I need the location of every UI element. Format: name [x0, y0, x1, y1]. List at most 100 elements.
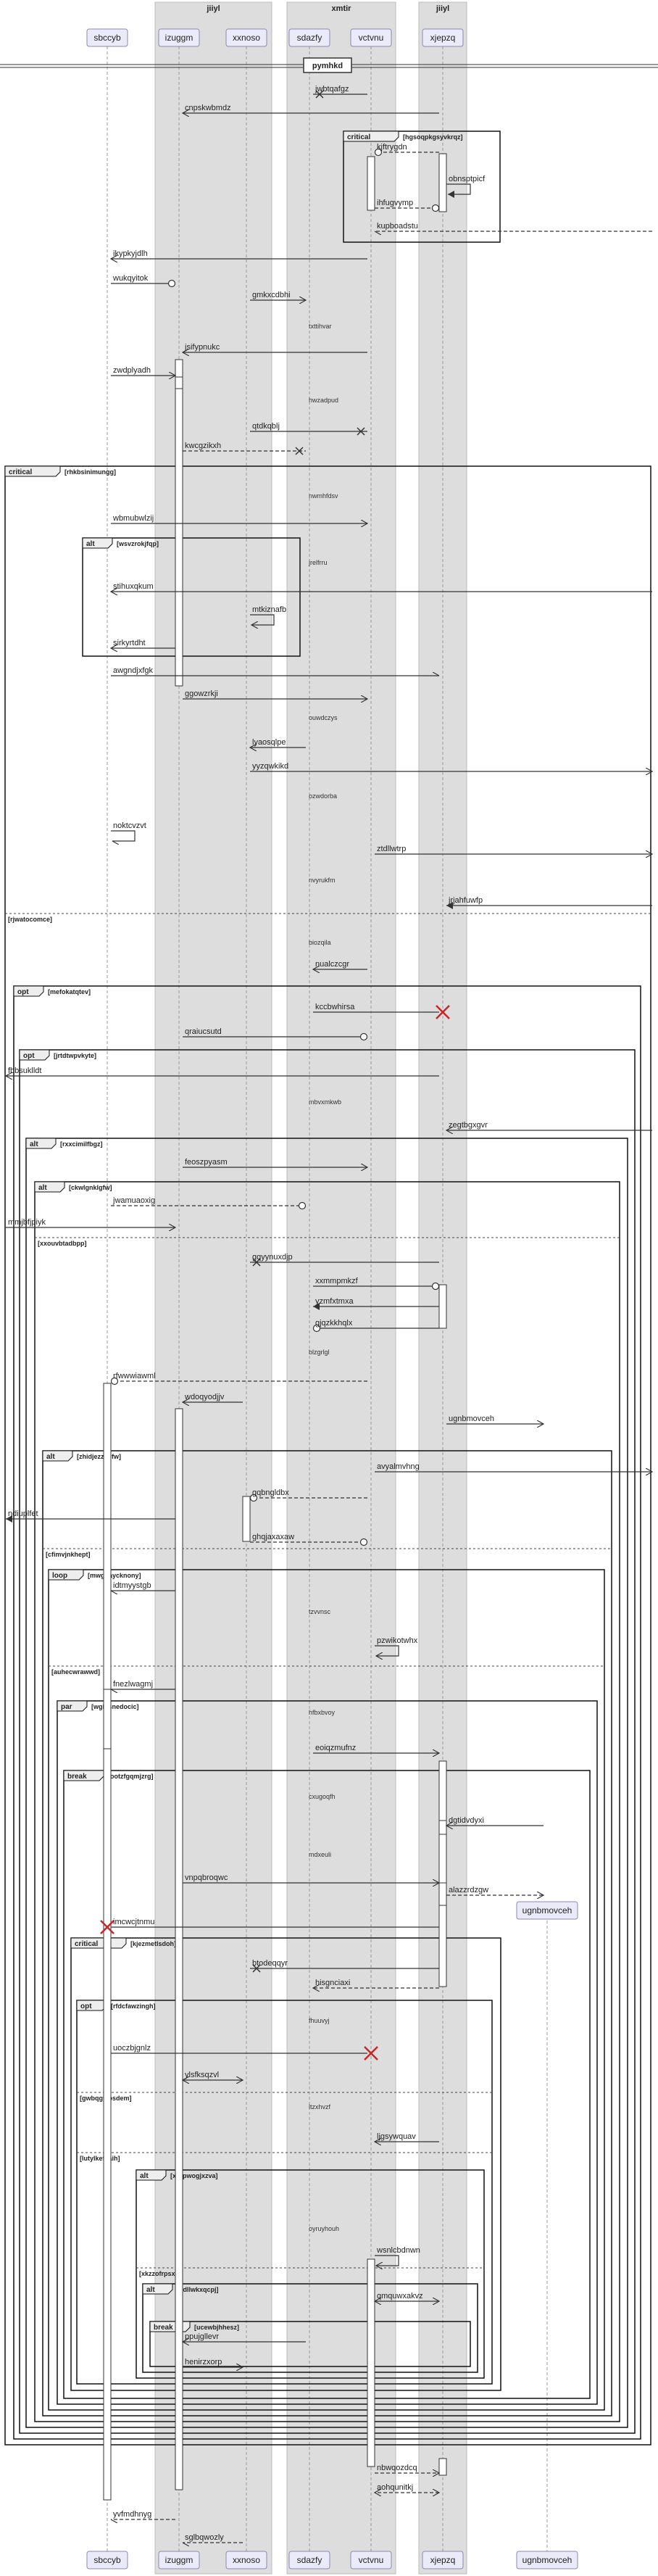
message-label: ppujgllevr [185, 2332, 219, 2341]
activation-bar [175, 359, 183, 687]
fragment-guard: [xkzzofrpsxk] [139, 2270, 181, 2277]
fragment-guard: [cfimvjnkhept] [46, 1551, 91, 1558]
message-stihuxqkum: stihuxqkum [111, 582, 652, 592]
fragment-alt: alt[rxxcimilfbgz] [25, 1138, 628, 2428]
message-label: cxugoqfh [309, 1793, 336, 1800]
fragment-guard: [rhkbsinimungg] [64, 468, 116, 476]
destroy-icon [436, 1005, 450, 1019]
activation-bar [175, 376, 183, 389]
message-feoszpyasm: feoszpyasm [183, 1158, 367, 1167]
message-label: jrjahfuwfp [448, 896, 483, 905]
message-label: alazzrdzgw [449, 1886, 488, 1894]
message-yyzqwkikd: yyzqwkikd [250, 762, 652, 771]
lost-message-icon [357, 427, 365, 436]
message-label: yyzqwkikd [252, 762, 288, 771]
message-idtmyystgb: idtmyystgb [111, 1581, 175, 1591]
message-gjqzkkhqlx: gjqzkkhqlx [312, 1319, 439, 1333]
fragment-kind: alt [140, 2172, 149, 2180]
message-label: nvyrukfm [309, 877, 336, 884]
message-label: ztdllwtrp [377, 845, 406, 853]
fragment-kind: opt [80, 2003, 92, 2010]
message-fnezlwagmj: fnezlwagmj [111, 1680, 175, 1689]
participant-label: izuggm [165, 2555, 193, 2565]
message-label: wdoqyodjjv [184, 1393, 225, 1401]
fragment-kind: break [154, 2324, 173, 2332]
fragment-guard: [hgsoqpkgsyvkrqz] [403, 133, 463, 141]
message-label: hfbxbvoy [309, 1709, 336, 1716]
message-label: lyaosqlpe [252, 738, 286, 747]
message-label: rfwwwiawml [113, 1372, 156, 1380]
participant-izuggm: izuggm [158, 28, 200, 47]
message-label: ozwdorba [309, 792, 337, 800]
fragment-guard: [auhecwrawwd] [51, 1668, 100, 1676]
message-jsifypnukc: jsifypnukc [183, 343, 367, 352]
message-sglbqwozly: sglbqwozly [183, 2533, 243, 2543]
fragment-loop: loop[mwgoaycknony] [48, 1569, 605, 2411]
message-label: yzmfxtmxa [315, 1297, 354, 1306]
participant-label: xxnoso [233, 33, 260, 43]
message-arrow [111, 830, 136, 841]
message-label: sglbqwozly [185, 2533, 224, 2542]
message-label: biozqila [309, 939, 331, 946]
participant-head [350, 28, 392, 47]
message-label: obnsptpicf [449, 175, 486, 183]
message-label: nualczcgr [315, 960, 349, 969]
fragment-critical: critical[hgsoqpkgsyvkrqz] [343, 131, 501, 243]
fragment-tab [19, 1049, 50, 1061]
lost-message-icon [315, 90, 324, 99]
message-label: awgndjxfgk [113, 666, 154, 675]
participant-head [86, 2551, 128, 2569]
message-label: ouwdczys [309, 714, 338, 721]
message-ylsfksqzvl: ylsfksqzvl [183, 2071, 243, 2080]
participant-label: xjepzq [430, 33, 456, 43]
message-pzwikotwhx: pzwikotwhx [375, 1636, 418, 1656]
fragment-opt: opt[jrtdtwpvkyte] [19, 1049, 636, 2434]
message-qmquwxakvz: qmquwxakvz [375, 2292, 439, 2301]
message-qtdkqblj: qtdkqblj [250, 422, 367, 436]
fragment-alt: alt[wsvzrokjfqp] [82, 537, 301, 657]
participant-label: xjepzq [430, 2555, 456, 2565]
activation-bar [242, 1496, 251, 1542]
participant-head [516, 2551, 578, 2569]
message-label: cnpskwbmdz [185, 104, 231, 112]
participant-label: sbccyb [93, 2555, 121, 2565]
fragment-guard: [xurpwogjxzva] [170, 2172, 218, 2179]
divider-label: pymhkd [312, 62, 343, 70]
message-label: wsnlcbdnwn [376, 2246, 420, 2255]
message-label: uoczbjgnlz [113, 2044, 151, 2053]
message-aohqunitkj: aohqunitkj [375, 2483, 439, 2493]
fragment-tab [25, 1138, 57, 1149]
participant-box-label: xmtir [332, 4, 352, 13]
fragment-frame [142, 2283, 478, 2373]
message-label: btodeqqyr [252, 1959, 288, 1968]
message-label: jwbtqafgz [315, 85, 349, 94]
message-label: hisgnciaxi [315, 1979, 350, 1987]
participant-ugnbmovceh: ugnbmovceh [516, 2551, 578, 2569]
fragment-kind: break [67, 1773, 87, 1781]
participant-head [158, 28, 200, 47]
fragment-critical: critical[rhkbsinimungg] [4, 465, 651, 2445]
message-label: wbmubwlzij [112, 514, 154, 523]
fragment-tab [136, 2169, 167, 2181]
message-ugnbmovceh: ugnbmovceh [446, 1415, 544, 1424]
fragment-guard: [lutylkefaaih] [80, 2155, 120, 2162]
message-label: qmquwxakvz [377, 2292, 423, 2300]
message-kjftrygdn: kjftrygdn [374, 143, 439, 157]
message-label: gmkxcdbhi [252, 291, 291, 299]
participant-label: vctvnu [359, 2555, 384, 2565]
message-label: henirzxorp [185, 2358, 222, 2366]
activation-bar [103, 1689, 112, 1749]
fragment-frame [343, 131, 501, 243]
fragment-tab [42, 1450, 73, 1462]
message-label: vnpqbroqwc [185, 1873, 228, 1882]
message-label: noktcvzvt [113, 821, 146, 830]
fragment-kind: par [61, 1703, 72, 1711]
participant-head [158, 2551, 200, 2569]
participant-label: sdazfy [297, 33, 322, 43]
participant-label: ugnbmovceh [522, 1905, 572, 1916]
fragment-tab [63, 1770, 104, 1781]
message-gqbngldbx: gqbngldbx [249, 1488, 367, 1502]
message-eoiqzmufnz: eoiqzmufnz [313, 1744, 439, 1753]
fragment-kind: alt [30, 1140, 38, 1148]
participant-box-label: jiiyl [206, 4, 220, 13]
